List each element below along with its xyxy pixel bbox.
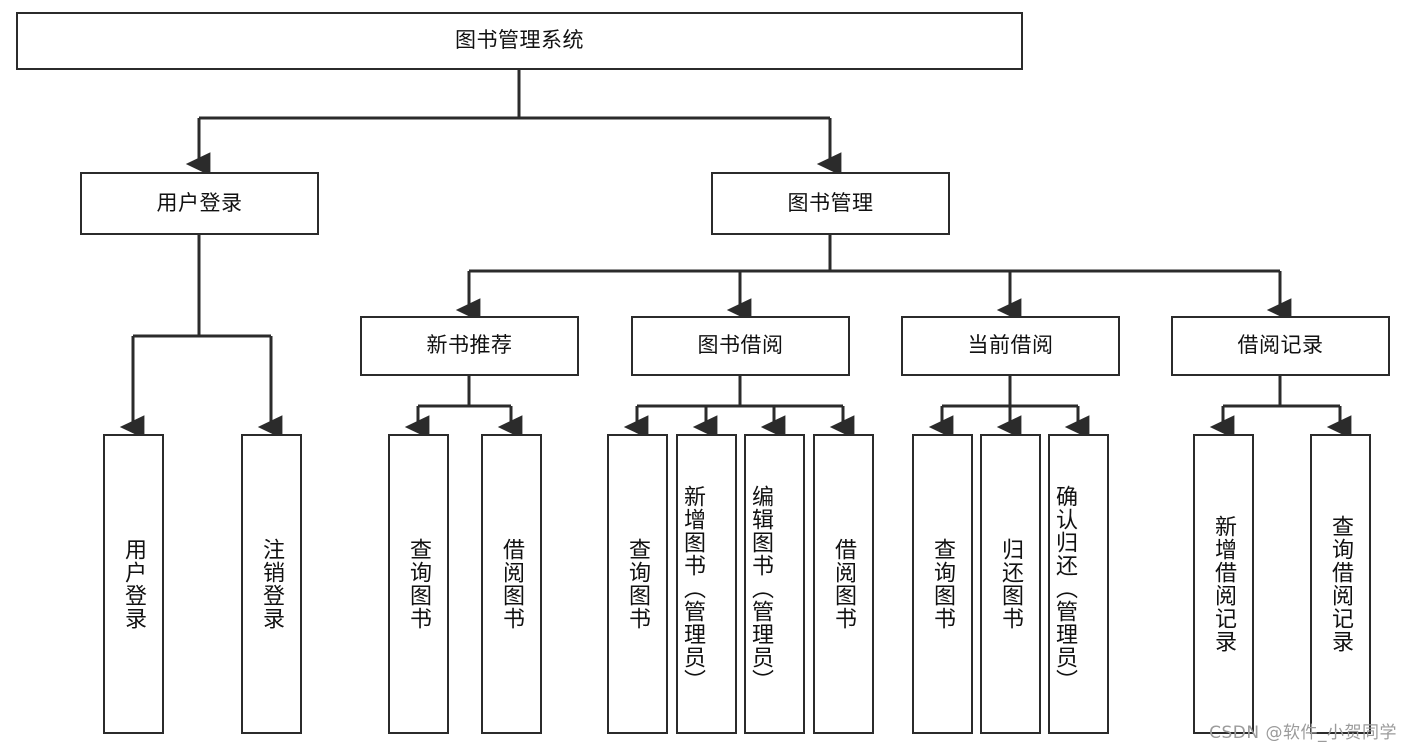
node-label: 借阅记录 (1237, 333, 1324, 358)
leaf-current-confirm-return-admin[interactable]: 确认归还（管理员） (1048, 434, 1109, 734)
leaf-current-query-book[interactable]: 查询图书 (912, 434, 973, 734)
node-label: 图书借阅 (697, 333, 784, 358)
node-label: 借阅图书 (831, 538, 857, 630)
node-label: 查询图书 (930, 538, 956, 630)
node-label: 编辑图书（管理员） (748, 484, 774, 692)
leaf-current-return-book[interactable]: 归还图书 (980, 434, 1041, 734)
node-label: 查询借阅记录 (1328, 515, 1354, 653)
node-label: 新书推荐 (426, 333, 513, 358)
leaf-borrow-edit-book-admin[interactable]: 编辑图书（管理员） (744, 434, 805, 734)
node-borrow-record[interactable]: 借阅记录 (1171, 316, 1390, 376)
node-label: 用户登录 (156, 190, 243, 215)
node-new-book-recommend[interactable]: 新书推荐 (360, 316, 579, 376)
node-label: 归还图书 (998, 538, 1024, 630)
node-label: 新增借阅记录 (1211, 515, 1237, 653)
leaf-record-query-borrow-record[interactable]: 查询借阅记录 (1310, 434, 1371, 734)
node-user-login[interactable]: 用户登录 (80, 172, 319, 235)
node-label: 当前借阅 (967, 333, 1054, 358)
leaf-newbook-query-book[interactable]: 查询图书 (388, 434, 449, 734)
node-book-management[interactable]: 图书管理 (711, 172, 950, 235)
leaf-borrow-query-book[interactable]: 查询图书 (607, 434, 668, 734)
leaf-logout[interactable]: 注销登录 (241, 434, 302, 734)
node-root-book-management-system[interactable]: 图书管理系统 (16, 12, 1023, 70)
node-book-borrow[interactable]: 图书借阅 (631, 316, 850, 376)
node-label: 查询图书 (406, 538, 432, 630)
node-label: 查询图书 (625, 538, 651, 630)
leaf-borrow-borrow-book[interactable]: 借阅图书 (813, 434, 874, 734)
node-label: 借阅图书 (499, 538, 525, 630)
node-label: 注销登录 (259, 538, 285, 630)
leaf-record-add-borrow-record[interactable]: 新增借阅记录 (1193, 434, 1254, 734)
node-label: 图书管理系统 (455, 28, 584, 53)
node-label: 确认归还（管理员） (1052, 484, 1078, 692)
watermark-text: CSDN @软件_小贺同学 (1209, 723, 1397, 743)
node-label: 用户登录 (121, 538, 147, 630)
leaf-borrow-add-book-admin[interactable]: 新增图书（管理员） (676, 434, 737, 734)
leaf-newbook-borrow-book[interactable]: 借阅图书 (481, 434, 542, 734)
node-label: 图书管理 (787, 190, 874, 215)
node-label: 新增图书（管理员） (680, 484, 706, 692)
node-current-borrow[interactable]: 当前借阅 (901, 316, 1120, 376)
leaf-user-login[interactable]: 用户登录 (103, 434, 164, 734)
